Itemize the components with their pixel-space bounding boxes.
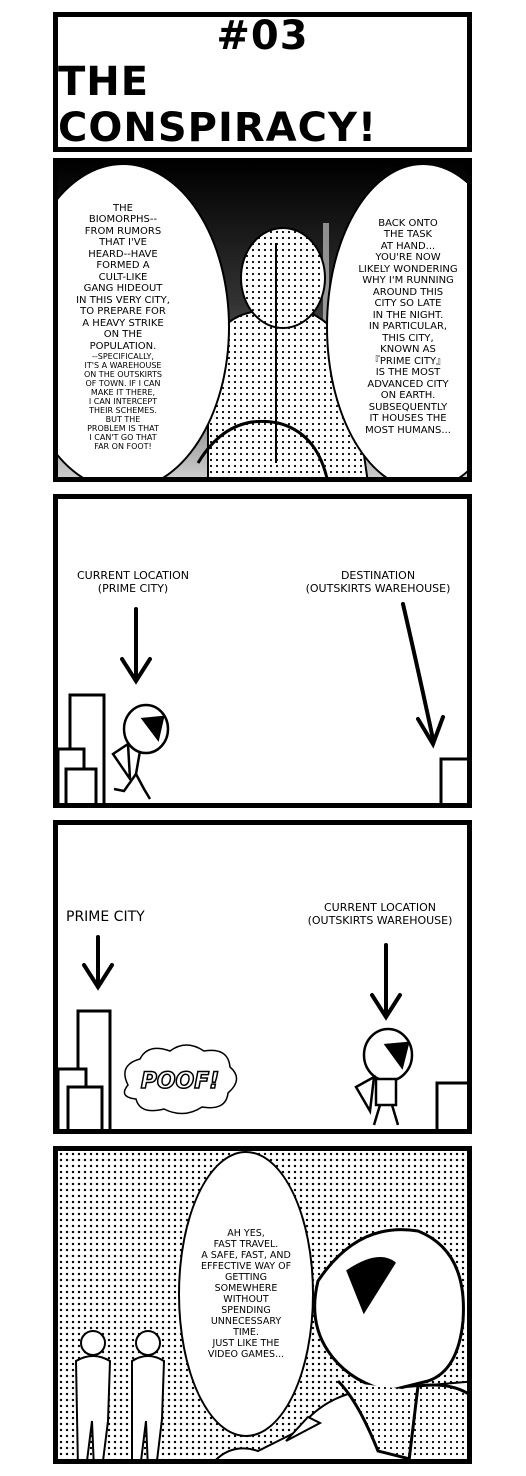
down-arrow-icon-4: [370, 943, 402, 1021]
hero-closeup: [313, 1228, 467, 1459]
poof-sfx: POOF!: [140, 1068, 220, 1095]
warehouse-building: [439, 757, 467, 803]
panel-3: PRIME CITY CURRENT LOCATION(OUTSKIRTS WA…: [53, 820, 472, 1134]
hero-chibi: [111, 703, 170, 800]
hero-chibi-2: [354, 1027, 414, 1126]
bystander-figures: [74, 1330, 166, 1459]
current-location-label-2: CURRENT LOCATION(OUTSKIRTS WAREHOUSE): [307, 901, 453, 927]
title-panel: #03 THE CONSPIRACY!: [53, 12, 472, 152]
poof-cloud: [123, 1044, 238, 1115]
panel4-illustration: [74, 1228, 467, 1459]
down-arrow-icon: [120, 607, 152, 685]
episode-number: #03: [216, 13, 309, 59]
chapter-title: THE CONSPIRACY!: [58, 59, 378, 151]
left-bubble-small: --SPECIFICALLY,IT'S A WAREHOUSE ON THE O…: [83, 352, 162, 452]
panel-2: CURRENT LOCATION(PRIME CITY) DESTINATION…: [53, 494, 472, 808]
destination-label: DESTINATION(OUTSKIRTS WAREHOUSE): [305, 569, 451, 595]
down-arrow-icon-2: [401, 602, 445, 749]
hero-helmet: [240, 227, 326, 329]
panel2-illustration: [58, 602, 467, 803]
panel3-illustration: [58, 935, 467, 1129]
prime-city-label: PRIME CITY: [66, 909, 145, 925]
down-arrow-icon-3: [82, 935, 114, 991]
current-location-label: CURRENT LOCATION(PRIME CITY): [76, 569, 189, 595]
